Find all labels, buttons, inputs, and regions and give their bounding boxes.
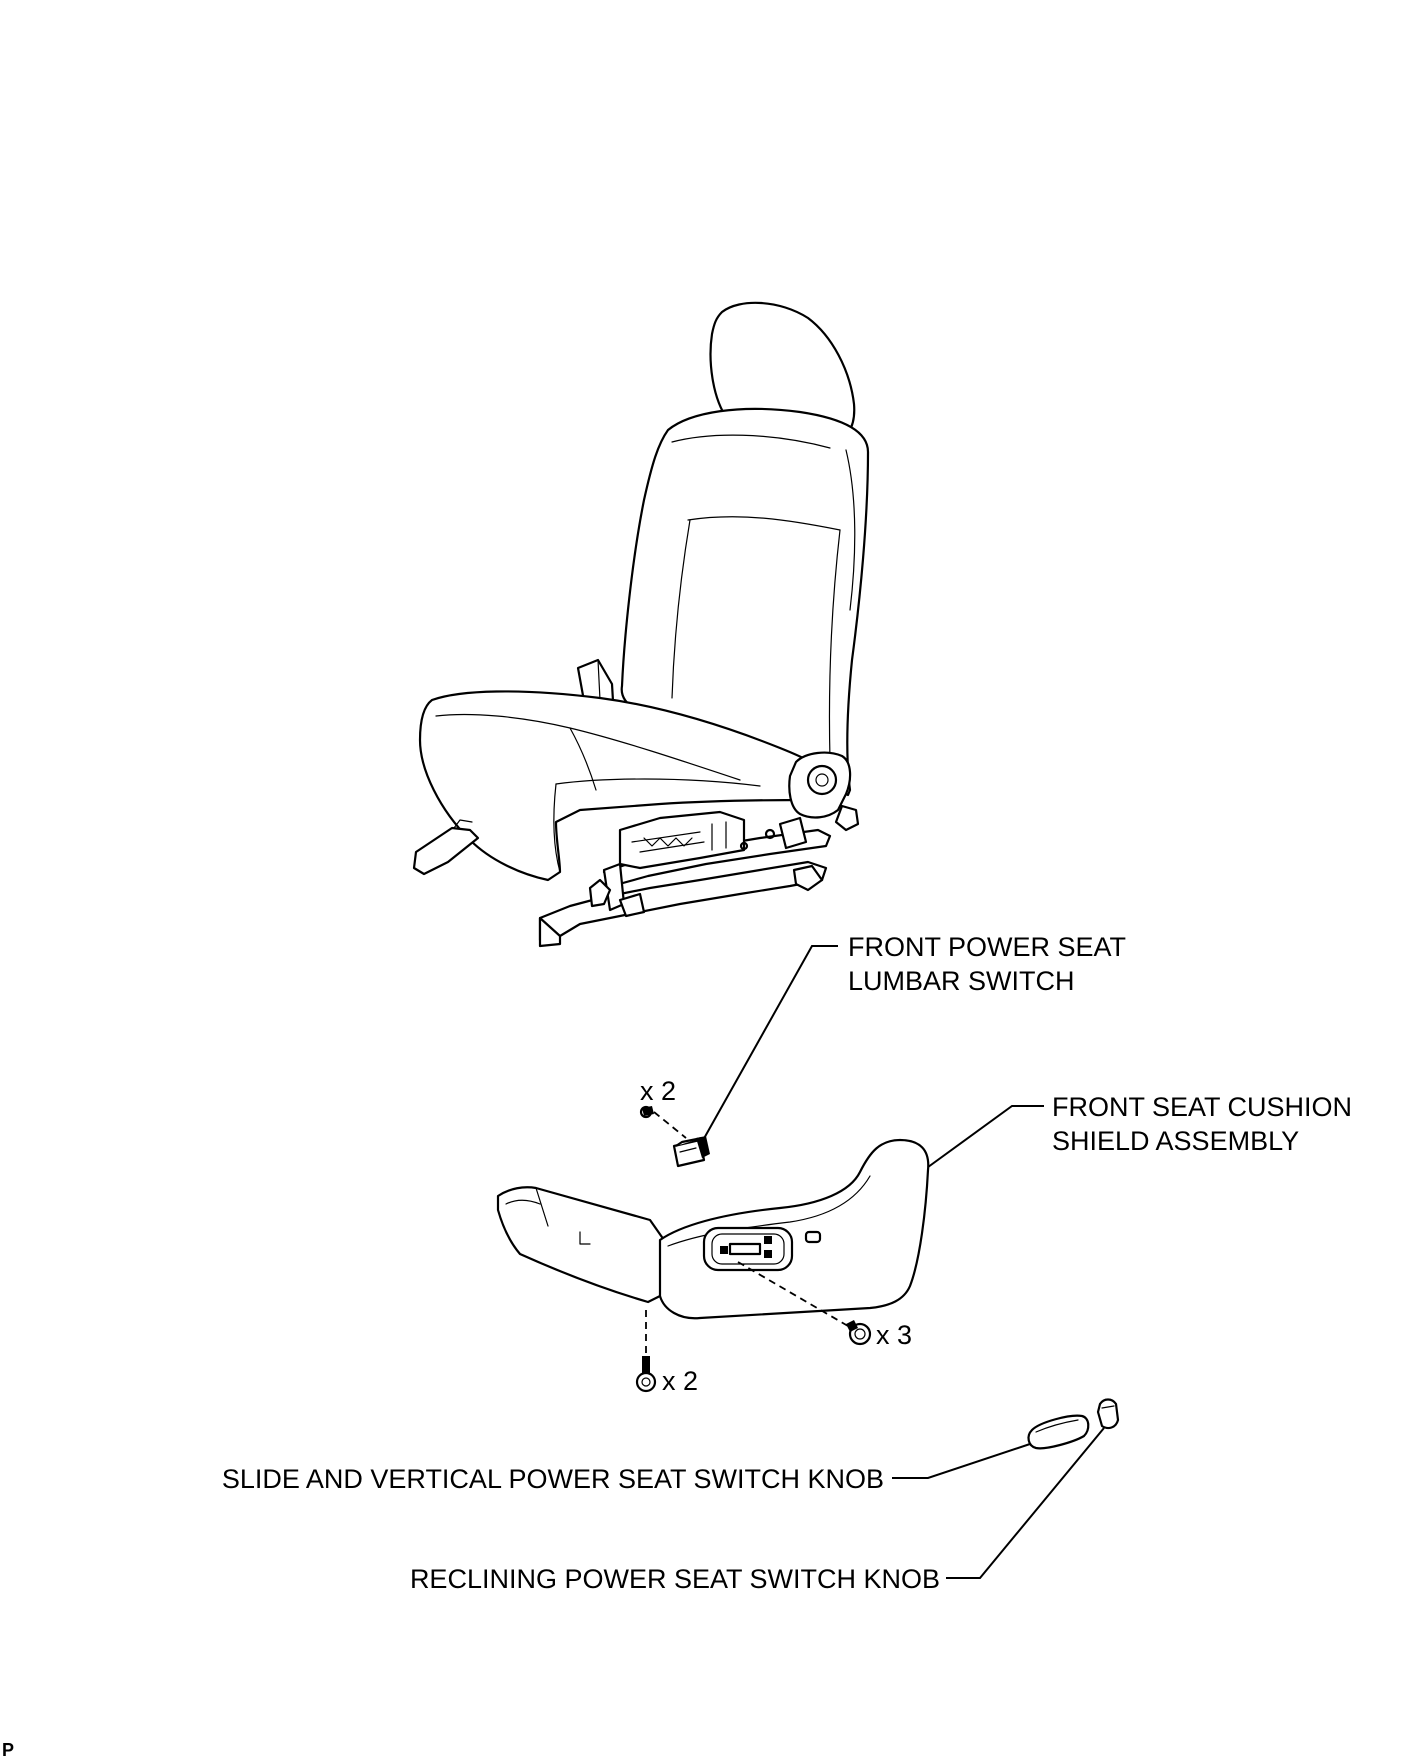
recliner-mechanism [788, 751, 860, 832]
seat-rails [412, 810, 832, 948]
lumbar-switch-callout: FRONT POWER SEAT LUMBAR SWITCH x 2 [639, 932, 1126, 1168]
shield-bottom-screw-qty: x 2 [662, 1366, 698, 1396]
seatback [620, 407, 870, 797]
cushion-shield-label-line2: SHIELD ASSEMBLY [1052, 1126, 1299, 1156]
reclining-knob-part [1096, 1398, 1120, 1430]
cushion-shield-part [496, 1138, 930, 1320]
cushion-shield-callout: FRONT SEAT CUSHION SHIELD ASSEMBLY [496, 1092, 1352, 1396]
corner-mark: P [2, 1740, 14, 1760]
lumbar-switch-label-line2: LUMBAR SWITCH [848, 966, 1075, 996]
reclining-knob-leader [946, 1427, 1105, 1579]
shield-screw-qty: x 3 [876, 1320, 912, 1350]
lumbar-switch-leader [701, 945, 838, 1143]
shield-bottom-screw [635, 1356, 657, 1393]
lumbar-screw-qty: x 2 [640, 1076, 676, 1106]
seat-cushion [418, 690, 832, 882]
slide-vertical-knob-part [1027, 1414, 1090, 1450]
lumbar-screw-guide-line [653, 1111, 687, 1139]
cushion-shield-label-line1: FRONT SEAT CUSHION [1052, 1092, 1352, 1122]
front-seat-illustration [412, 301, 870, 948]
slide-vertical-knob-callout: SLIDE AND VERTICAL POWER SEAT SWITCH KNO… [222, 1414, 1090, 1494]
reclining-knob-callout: RECLINING POWER SEAT SWITCH KNOB [410, 1398, 1120, 1594]
lumbar-switch-part [672, 1136, 710, 1168]
shield-screw-guide-line [737, 1261, 849, 1327]
lumbar-switch-screw [639, 1105, 654, 1119]
slide-vertical-knob-label: SLIDE AND VERTICAL POWER SEAT SWITCH KNO… [222, 1464, 884, 1494]
cushion-shield-leader [923, 1105, 1044, 1171]
shield-screw [846, 1320, 872, 1346]
reclining-knob-label: RECLINING POWER SEAT SWITCH KNOB [410, 1564, 940, 1594]
slide-vertical-knob-leader [892, 1443, 1031, 1479]
lumbar-switch-label-line1: FRONT POWER SEAT [848, 932, 1126, 962]
